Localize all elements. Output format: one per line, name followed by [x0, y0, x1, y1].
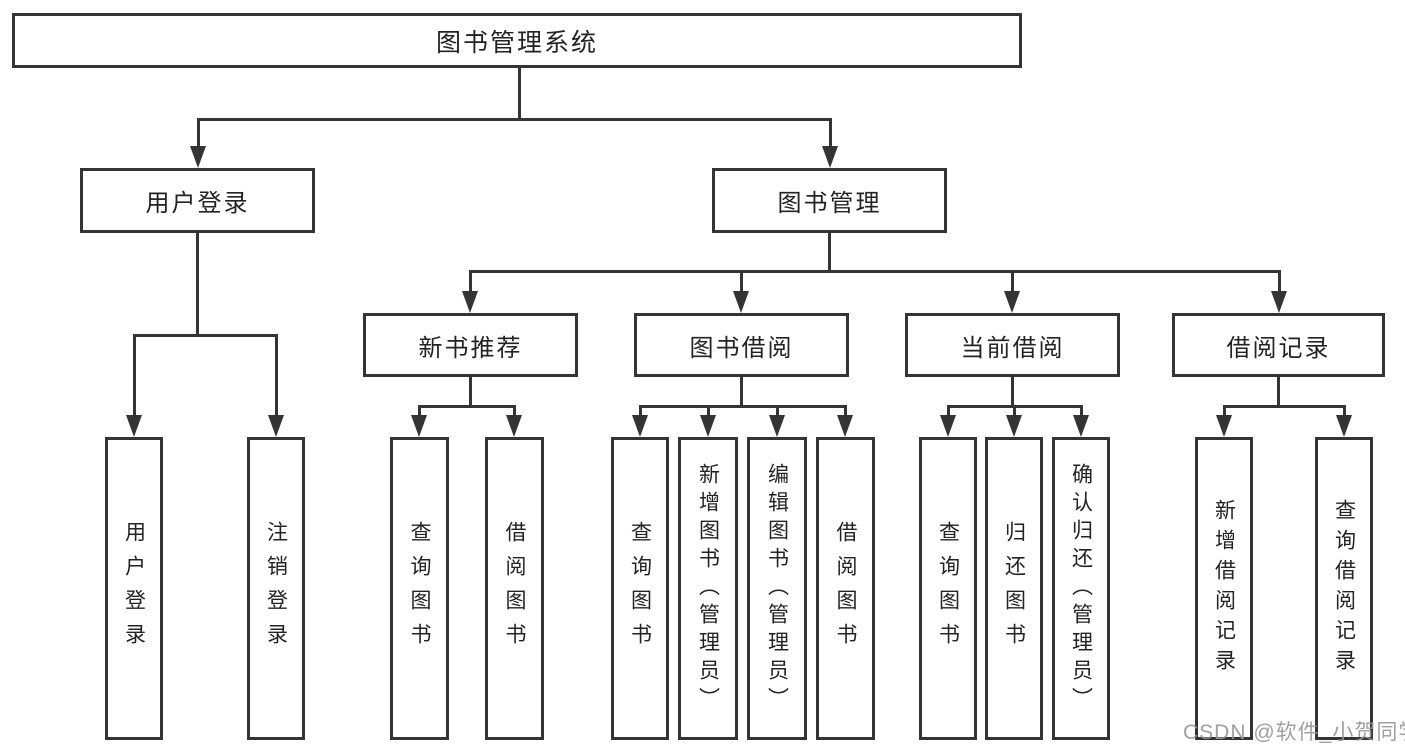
leaf-label: 新增借阅记录	[1212, 498, 1236, 679]
leaf-borrow-books: 借阅图书	[816, 437, 875, 740]
connector-bm-branch	[469, 270, 1281, 273]
node-label: 图书管理系统	[435, 28, 598, 57]
arrowhead-a2	[268, 415, 284, 437]
connector-drop-b1	[418, 405, 421, 417]
connector-drop-b2	[513, 405, 516, 417]
leaf-label: 用户登录	[122, 520, 146, 657]
connector-l2c-stem	[1011, 377, 1014, 408]
arrowhead-current	[1004, 291, 1020, 313]
connector-drop-c1	[639, 405, 642, 417]
leaf-label: 查询借阅记录	[1332, 498, 1356, 679]
connector-drop-a1	[133, 334, 136, 417]
connector-bm-stem	[828, 233, 831, 273]
connector-drop-records	[1278, 270, 1281, 293]
arrowhead-a1	[126, 415, 142, 437]
arrowhead-borrowing	[733, 291, 749, 313]
leaf-label: 注销登录	[264, 520, 288, 657]
leaf-label: 新增图书（管理员）	[696, 462, 720, 715]
arrowhead-c1	[632, 415, 648, 437]
leaf-label: 借阅图书	[834, 520, 857, 657]
connector-l2a-branch	[418, 405, 516, 408]
leaf-query-books-current: 查询图书	[919, 437, 977, 740]
node-label: 当前借阅	[960, 334, 1065, 362]
node-current-borrowing: 当前借阅	[905, 313, 1120, 377]
connector-drop-current	[1011, 270, 1014, 293]
connector-drop-e1	[1223, 405, 1226, 417]
connector-drop-a2	[275, 334, 278, 417]
leaf-label: 查询图书	[628, 520, 652, 657]
node-label: 图书借阅	[689, 334, 794, 362]
node-new-book-recommendation: 新书推荐	[363, 313, 578, 377]
connector-ul-branch	[133, 334, 278, 337]
leaf-label: 归还图书	[1002, 520, 1026, 657]
leaf-query-borrow-record: 查询借阅记录	[1315, 437, 1373, 740]
csdn-watermark: CSDN @软件_小贺同学	[1183, 721, 1405, 744]
leaf-user-login: 用户登录	[105, 437, 163, 740]
arrowhead-records	[1271, 291, 1287, 313]
node-borrowing-records: 借阅记录	[1172, 313, 1385, 377]
connector-drop-c2	[707, 405, 710, 417]
connector-drop-d3	[1080, 405, 1083, 417]
leaf-label: 编辑图书（管理员）	[765, 462, 789, 715]
connector-root-branch	[198, 118, 832, 121]
leaf-query-books-recommend: 查询图书	[390, 437, 449, 740]
connector-drop-borrowing	[740, 270, 743, 293]
connector-drop-book-management	[829, 118, 832, 148]
leaf-label: 借阅图书	[503, 520, 526, 657]
connector-l2a-stem	[469, 377, 472, 408]
arrowhead-e1	[1216, 415, 1232, 437]
connector-drop-recommend	[469, 270, 472, 293]
leaf-query-books-borrowing: 查询图书	[611, 437, 669, 740]
node-label: 用户登录	[145, 190, 250, 217]
node-library-management-system: 图书管理系统	[12, 13, 1022, 68]
connector-l2d-stem	[1277, 377, 1280, 408]
connector-l2d-branch	[1223, 405, 1345, 408]
connector-drop-c3	[776, 405, 779, 417]
arrowhead-c4	[837, 415, 853, 437]
arrowhead-b2	[506, 415, 522, 437]
node-label: 新书推荐	[418, 334, 523, 362]
connector-drop-e2	[1343, 405, 1346, 417]
connector-l2b-stem	[740, 377, 743, 408]
node-book-management: 图书管理	[712, 168, 947, 233]
leaf-add-borrow-record: 新增借阅记录	[1195, 437, 1253, 740]
connector-l2b-branch	[639, 405, 847, 408]
node-user-login: 用户登录	[80, 168, 315, 233]
leaf-return-books: 归还图书	[985, 437, 1043, 740]
arrowhead-e2	[1336, 415, 1352, 437]
arrowhead-d2	[1006, 415, 1022, 437]
arrowhead-recommend	[462, 291, 478, 313]
leaf-logout: 注销登录	[247, 437, 305, 740]
node-label: 借阅记录	[1226, 334, 1331, 362]
connector-drop-user-login	[197, 118, 200, 148]
arrowhead-c3	[769, 415, 785, 437]
arrowhead-book-management	[822, 146, 838, 168]
leaf-label: 确认归还（管理员）	[1069, 462, 1093, 715]
connector-root-stem	[518, 68, 521, 120]
arrowhead-d3	[1073, 415, 1089, 437]
connector-drop-d1	[947, 405, 950, 417]
connector-drop-d2	[1013, 405, 1016, 417]
leaf-label: 查询图书	[936, 520, 960, 657]
arrowhead-d1	[940, 415, 956, 437]
arrowhead-b1	[411, 415, 427, 437]
leaf-edit-books-admin: 编辑图书（管理员）	[747, 437, 807, 740]
leaf-borrow-books-recommend: 借阅图书	[485, 437, 544, 740]
leaf-add-books-admin: 新增图书（管理员）	[678, 437, 738, 740]
connector-drop-c4	[844, 405, 847, 417]
leaf-label: 查询图书	[408, 520, 431, 657]
connector-ul-stem	[196, 233, 199, 337]
arrowhead-c2	[700, 415, 716, 437]
node-label: 图书管理	[777, 190, 882, 217]
leaf-confirm-return-admin: 确认归还（管理员）	[1052, 437, 1110, 740]
arrowhead-user-login	[190, 146, 206, 168]
node-book-borrowing: 图书借阅	[634, 313, 849, 377]
